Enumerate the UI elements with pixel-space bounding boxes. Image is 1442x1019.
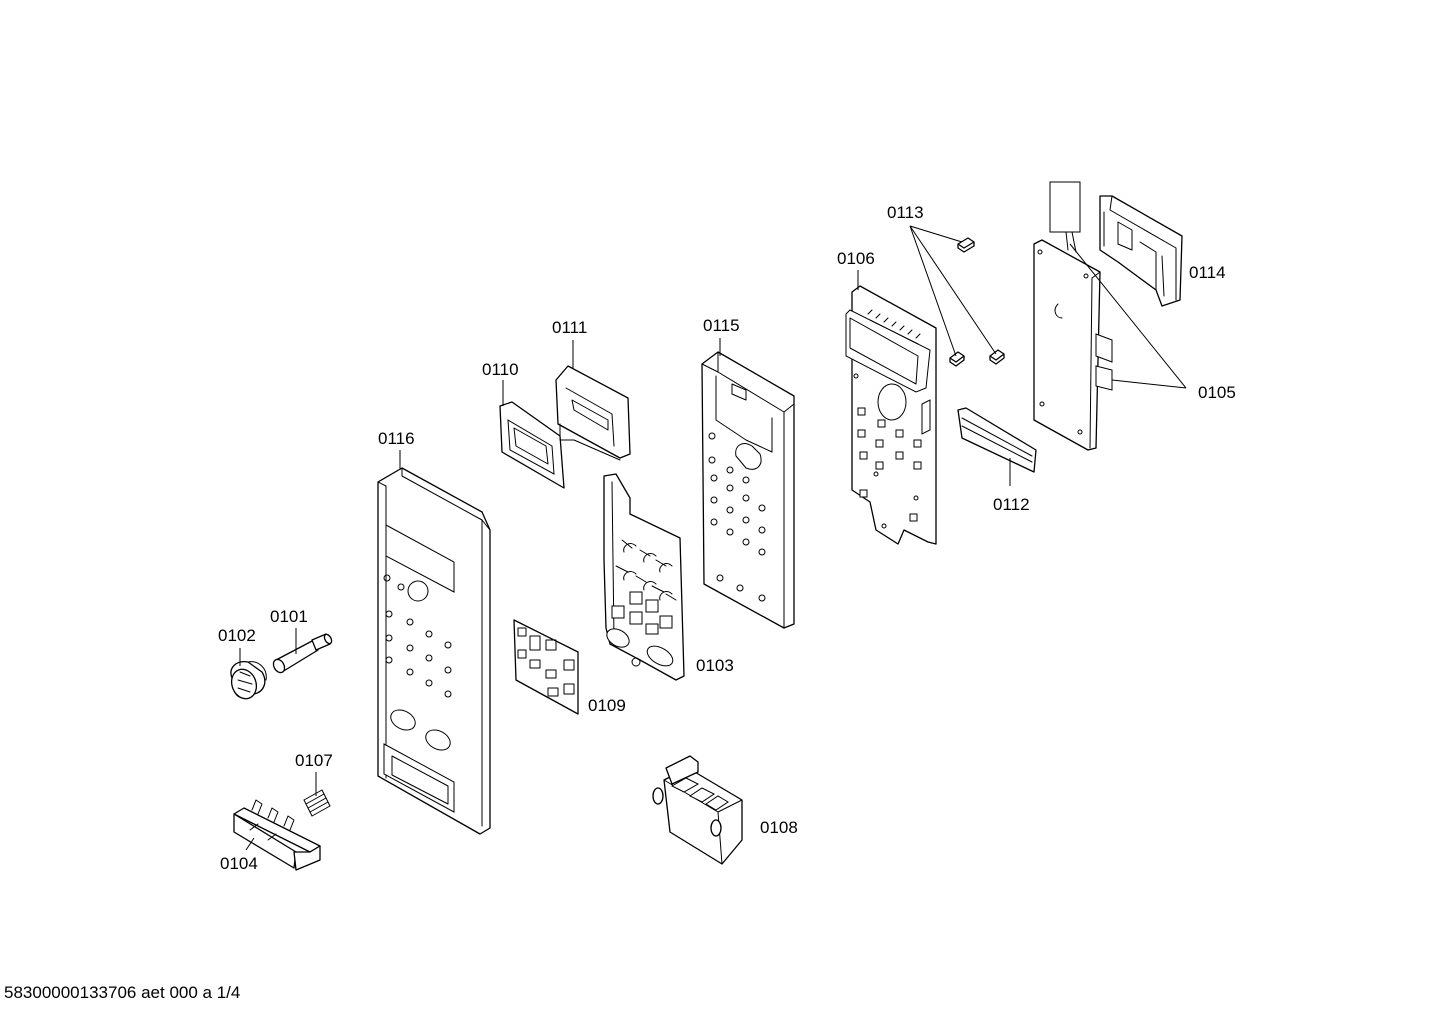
part-0114-bracket[interactable] — [1099, 195, 1183, 307]
part-0104-button[interactable] — [233, 799, 321, 871]
part-0107-spring[interactable] — [303, 789, 331, 817]
part-0112-ribbon-cable[interactable] — [957, 407, 1037, 473]
part-0102-knob[interactable] — [228, 661, 267, 703]
label-0114: 0114 — [1189, 263, 1226, 282]
label-0102: 0102 — [218, 626, 256, 645]
part-0101-shaft[interactable] — [271, 633, 333, 674]
label-0108: 0108 — [760, 818, 798, 837]
part-0110-display-window[interactable] — [499, 401, 565, 489]
label-0106: 0106 — [837, 249, 875, 268]
part-0108-latch[interactable] — [652, 755, 743, 865]
label-0109: 0109 — [588, 696, 626, 715]
part-0105-power-pcb[interactable] — [1033, 181, 1113, 451]
label-0111: 0111 — [552, 318, 587, 337]
label-0105: 0105 — [1198, 383, 1236, 402]
drawing-reference-footer: 58300000133706 aet 000 a 1/4 — [4, 983, 240, 1002]
part-0103-key-frame[interactable] — [603, 473, 685, 681]
label-0104: 0104 — [220, 854, 258, 873]
part-labels: 0116 0110 0111 0115 0106 0113 0114 0105 … — [218, 203, 1236, 873]
label-0112: 0112 — [993, 495, 1030, 514]
label-0115: 0115 — [703, 316, 740, 335]
label-0103: 0103 — [696, 656, 734, 675]
leader-lines — [239, 225, 1187, 851]
part-0111-display-holder[interactable] — [555, 365, 631, 461]
part-0106-control-pcb[interactable] — [845, 285, 937, 545]
label-0110: 0110 — [482, 360, 519, 379]
part-0113-light-guides[interactable] — [949, 237, 1005, 367]
part-0109-rubber-pad[interactable] — [513, 619, 579, 715]
part-0116-front-panel[interactable] — [377, 467, 491, 835]
label-0113: 0113 — [887, 203, 924, 222]
part-0115-key-carrier[interactable] — [701, 351, 795, 629]
label-0101: 0101 — [270, 607, 308, 626]
label-0116: 0116 — [378, 429, 415, 448]
label-0107: 0107 — [295, 751, 333, 770]
